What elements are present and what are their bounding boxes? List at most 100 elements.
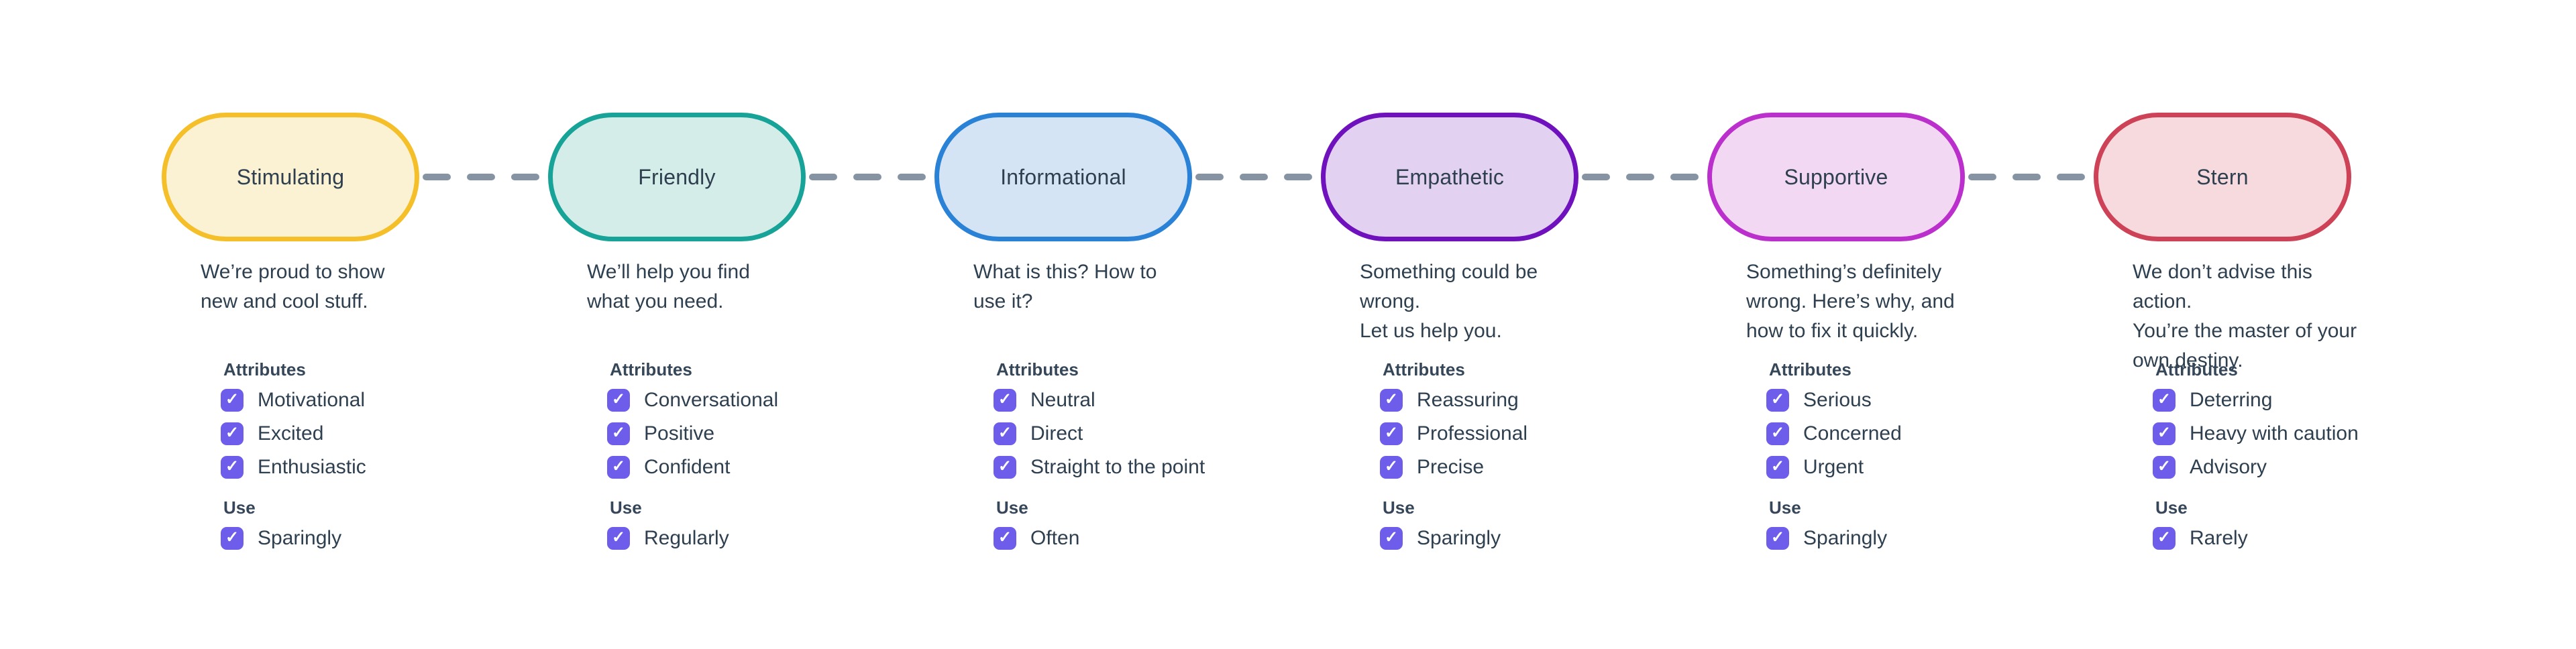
checkbox-checked[interactable]: ✓	[607, 527, 630, 550]
attribute-row: ✓ Enthusiastic	[221, 456, 449, 479]
checkbox-checked[interactable]: ✓	[2153, 389, 2176, 412]
use-header: Use	[610, 497, 642, 518]
attributes-header: Attributes	[1769, 359, 1851, 379]
checkbox-label: Deterring	[2190, 389, 2273, 411]
checkmark-icon: ✓	[998, 390, 1012, 408]
use-row: ✓ Regularly	[607, 527, 835, 550]
checkmark-icon: ✓	[2157, 528, 2171, 546]
use-header: Use	[1383, 497, 1415, 518]
checkbox-label: Sparingly	[1417, 527, 1501, 549]
checkmark-icon: ✓	[1384, 390, 1399, 408]
tone-column-empathetic: Empathetic Something could be wrong. Let…	[1321, 0, 1578, 649]
connector-dashed-line	[809, 174, 931, 180]
tone-title: Stern	[2196, 164, 2249, 189]
checkmark-icon: ✓	[611, 390, 626, 408]
attribute-row: ✓ Neutral	[994, 389, 1222, 412]
checkbox-label: Advisory	[2190, 456, 2267, 478]
attributes-section: Attributes ✓ Conversational ✓ Positive ✓…	[607, 359, 835, 489]
checkbox-checked[interactable]: ✓	[221, 527, 244, 550]
connector-dashed-line	[423, 174, 545, 180]
checkbox-label: Professional	[1417, 422, 1528, 445]
tone-column-supportive: Supportive Something’s definitely wrong.…	[1707, 0, 1965, 649]
attribute-row: ✓ Excited	[221, 422, 449, 445]
attribute-row: ✓ Advisory	[2153, 456, 2381, 479]
checkbox-checked[interactable]: ✓	[221, 456, 244, 479]
attributes-section: Attributes ✓ Neutral ✓ Direct ✓ Straight…	[994, 359, 1222, 489]
attribute-row: ✓ Positive	[607, 422, 835, 445]
checkbox-label: Serious	[1803, 389, 1872, 411]
attributes-section: Attributes ✓ Reassuring ✓ Professional ✓…	[1380, 359, 1608, 489]
checkmark-icon: ✓	[2157, 424, 2171, 442]
checkbox-label: Rarely	[2190, 527, 2248, 549]
attribute-row: ✓ Deterring	[2153, 389, 2381, 412]
attribute-row: ✓ Precise	[1380, 456, 1608, 479]
checkmark-icon: ✓	[225, 528, 239, 546]
tone-column-stimulating: Stimulating We’re proud to show new and …	[162, 0, 419, 649]
checkbox-label: Motivational	[258, 389, 366, 411]
tone-pill-empathetic: Empathetic	[1321, 113, 1578, 241]
checkmark-icon: ✓	[225, 424, 239, 442]
attributes-section: Attributes ✓ Motivational ✓ Excited ✓ En…	[221, 359, 449, 489]
use-section: Use ✓ Rarely	[2153, 497, 2381, 560]
attribute-row: ✓ Conversational	[607, 389, 835, 412]
checkmark-icon: ✓	[1384, 424, 1399, 442]
checkbox-checked[interactable]: ✓	[2153, 527, 2176, 550]
tone-description: We don’t advise this action. You’re the …	[2133, 261, 2357, 371]
checkbox-checked[interactable]: ✓	[1766, 527, 1789, 550]
checkbox-label: Sparingly	[1803, 527, 1888, 549]
tone-pill-informational: Informational	[934, 113, 1192, 241]
checkbox-label: Often	[1030, 527, 1080, 549]
checkbox-checked[interactable]: ✓	[607, 389, 630, 412]
attributes-header: Attributes	[1383, 359, 1465, 379]
checkmark-icon: ✓	[1384, 528, 1399, 546]
tone-column-stern: Stern We don’t advise this action. You’r…	[2094, 0, 2359, 649]
tone-description: What is this? How to use it?	[973, 261, 1157, 312]
tone-pill-supportive: Supportive	[1707, 113, 1965, 241]
checkbox-checked[interactable]: ✓	[994, 422, 1016, 445]
attribute-row: ✓ Straight to the point	[994, 456, 1222, 479]
checkbox-label: Enthusiastic	[258, 456, 366, 478]
attributes-header: Attributes	[2155, 359, 2238, 379]
checkbox-label: Sparingly	[258, 527, 342, 549]
use-header: Use	[223, 497, 256, 518]
checkmark-icon: ✓	[998, 528, 1012, 546]
use-section: Use ✓ Often	[994, 497, 1222, 560]
checkbox-checked[interactable]: ✓	[994, 456, 1016, 479]
checkbox-checked[interactable]: ✓	[1766, 422, 1789, 445]
checkbox-checked[interactable]: ✓	[221, 389, 244, 412]
checkmark-icon: ✓	[998, 424, 1012, 442]
use-row: ✓ Sparingly	[1766, 527, 1994, 550]
checkbox-checked[interactable]: ✓	[1766, 456, 1789, 479]
checkbox-checked[interactable]: ✓	[607, 422, 630, 445]
checkbox-checked[interactable]: ✓	[994, 527, 1016, 550]
checkmark-icon: ✓	[1770, 528, 1785, 546]
connector-dashed-line	[1195, 174, 1318, 180]
checkbox-checked[interactable]: ✓	[1380, 389, 1403, 412]
checkmark-icon: ✓	[998, 457, 1012, 475]
checkbox-checked[interactable]: ✓	[1380, 456, 1403, 479]
tone-description: We’re proud to show new and cool stuff.	[201, 261, 385, 312]
checkbox-checked[interactable]: ✓	[1766, 389, 1789, 412]
tone-pill-stern: Stern	[2094, 113, 2351, 241]
checkbox-label: Confident	[644, 456, 731, 478]
checkmark-icon: ✓	[1770, 390, 1785, 408]
checkbox-checked[interactable]: ✓	[994, 389, 1016, 412]
checkbox-checked[interactable]: ✓	[607, 456, 630, 479]
checkbox-checked[interactable]: ✓	[2153, 422, 2176, 445]
attribute-row: ✓ Reassuring	[1380, 389, 1608, 412]
checkbox-checked[interactable]: ✓	[221, 422, 244, 445]
checkmark-icon: ✓	[611, 424, 626, 442]
checkbox-checked[interactable]: ✓	[1380, 527, 1403, 550]
checkmark-icon: ✓	[225, 457, 239, 475]
tone-title: Supportive	[1784, 164, 1888, 189]
tone-description: Something’s definitely wrong. Here’s why…	[1746, 261, 1955, 342]
checkbox-label: Regularly	[644, 527, 729, 549]
checkbox-label: Straight to the point	[1030, 456, 1205, 478]
use-section: Use ✓ Sparingly	[1380, 497, 1608, 560]
checkbox-label: Excited	[258, 422, 324, 445]
tone-title: Informational	[1000, 164, 1126, 189]
use-header: Use	[2155, 497, 2188, 518]
checkbox-checked[interactable]: ✓	[1380, 422, 1403, 445]
tone-title: Friendly	[638, 164, 716, 189]
checkbox-checked[interactable]: ✓	[2153, 456, 2176, 479]
